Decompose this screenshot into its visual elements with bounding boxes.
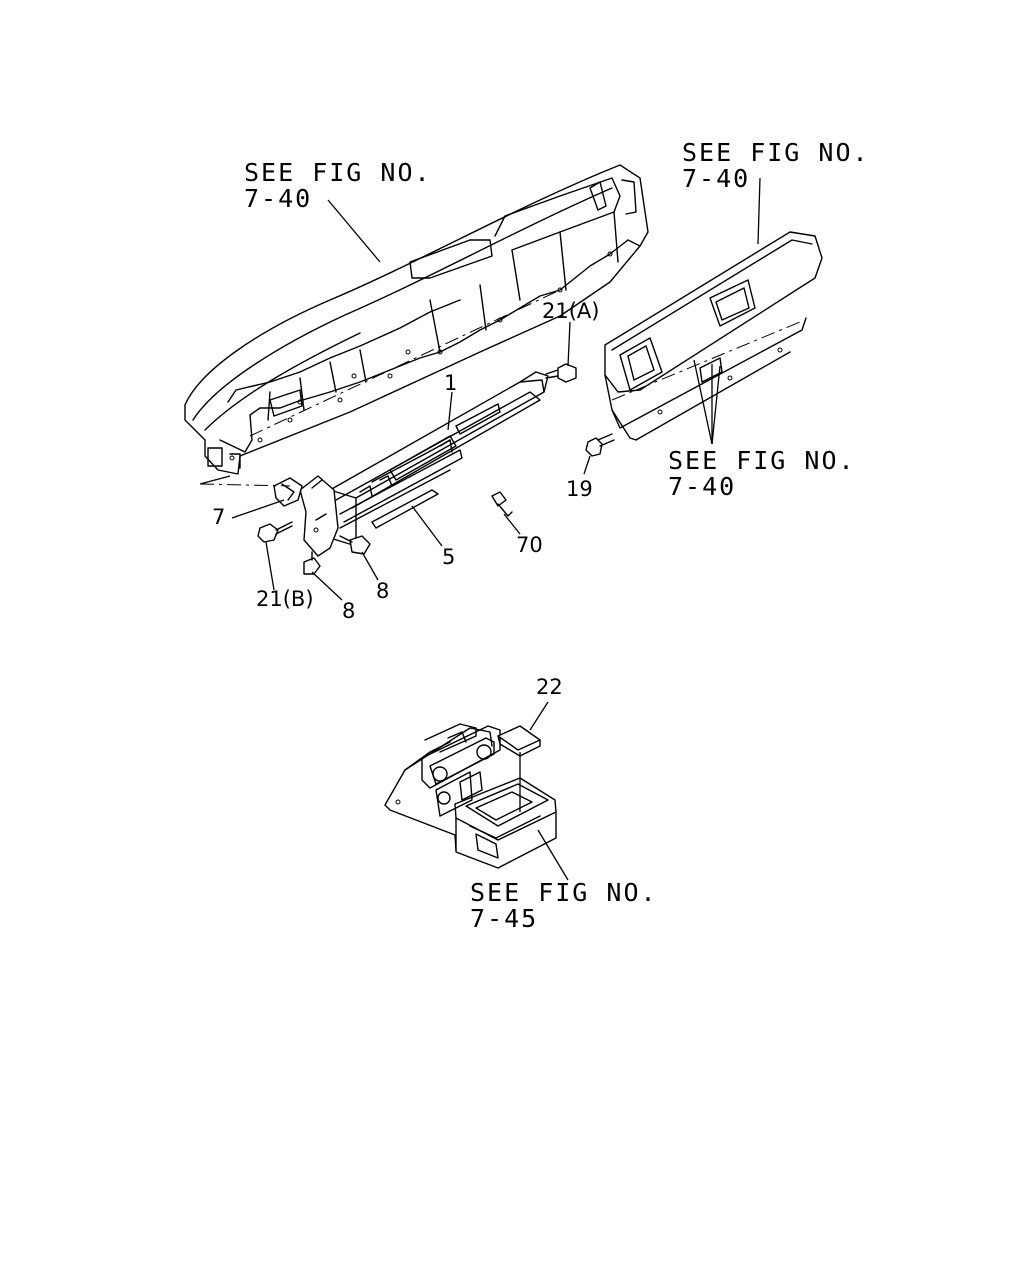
side-bracket	[273, 475, 339, 557]
cluster-panel	[604, 231, 823, 441]
callout-1: 1	[444, 371, 458, 395]
ref-cluster-panel-fig: 7-40	[682, 164, 751, 193]
ref-console-fig: 7-45	[470, 904, 539, 933]
ref-console-title: SEE FIG NO.	[470, 878, 658, 907]
center-console	[384, 723, 557, 869]
trim-strip	[371, 489, 439, 529]
callout-70: 70	[516, 533, 543, 557]
ref-bracket-title: SEE FIG NO.	[668, 446, 856, 475]
callout-8-mid: 8	[376, 579, 390, 603]
console-lid	[497, 725, 541, 757]
cluster-trim	[329, 371, 549, 547]
ref-cluster-panel-title: SEE FIG NO.	[682, 138, 870, 167]
callout-5: 5	[442, 545, 456, 569]
callout-22: 22	[536, 675, 563, 699]
ref-bracket-fig: 7-40	[668, 472, 737, 501]
fasteners	[257, 363, 615, 575]
ref-dashboard-fig: 7-40	[244, 184, 313, 213]
ref-dashboard-title: SEE FIG NO.	[244, 158, 432, 187]
leader-lines	[199, 177, 761, 881]
callout-21b: 21(B)	[256, 587, 314, 611]
callout-8-lower: 8	[342, 599, 356, 623]
dashboard-pad	[184, 164, 649, 475]
callout-19: 19	[566, 477, 593, 501]
callout-21a: 21(A)	[542, 299, 600, 323]
callout-7: 7	[212, 505, 226, 529]
